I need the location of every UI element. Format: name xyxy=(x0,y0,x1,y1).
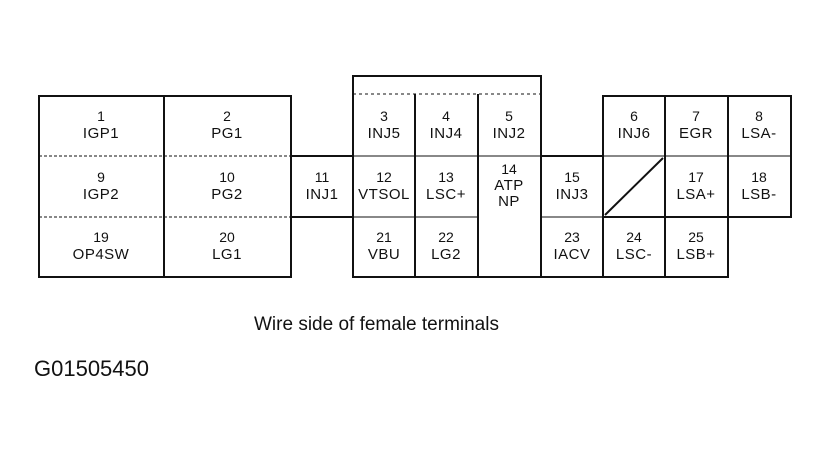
terminal-signal: LSA- xyxy=(741,125,776,142)
terminal-number: 23 xyxy=(564,229,580,245)
terminal-number: 2 xyxy=(223,108,231,124)
terminal-number: 21 xyxy=(376,229,392,245)
terminal-number: 15 xyxy=(564,169,580,185)
terminal-number: 8 xyxy=(755,108,763,124)
terminal-number: 22 xyxy=(438,229,454,245)
terminal-signal: INJ5 xyxy=(368,125,401,142)
terminal-signal: PG2 xyxy=(211,186,243,203)
terminal-number: 10 xyxy=(219,169,235,185)
terminal-number: 17 xyxy=(688,169,704,185)
terminal-signal: IGP1 xyxy=(83,125,119,142)
terminal-signal: LSC- xyxy=(616,246,652,263)
terminal-number: 13 xyxy=(438,169,454,185)
terminal-number: 6 xyxy=(630,108,638,124)
terminal-signal: IACV xyxy=(553,246,590,263)
terminal-signal-line2: NP xyxy=(498,193,520,210)
terminal-number: 19 xyxy=(93,229,109,245)
terminal-number: 7 xyxy=(692,108,700,124)
terminal-number: 11 xyxy=(315,169,330,185)
terminal-number: 20 xyxy=(219,229,235,245)
terminal-signal: INJ6 xyxy=(618,125,651,142)
terminal-signal: INJ1 xyxy=(306,186,339,203)
figure-code: G01505450 xyxy=(34,356,149,381)
terminal-number: 25 xyxy=(688,229,704,245)
terminal-signal: LG1 xyxy=(212,246,242,263)
terminal-signal: PG1 xyxy=(211,125,243,142)
terminal-number: 5 xyxy=(505,108,513,124)
terminal-number: 9 xyxy=(97,169,105,185)
terminal-signal: INJ2 xyxy=(493,125,526,142)
diagram-caption: Wire side of female terminals xyxy=(254,314,499,335)
terminal-number: 18 xyxy=(751,169,767,185)
terminal-signal: OP4SW xyxy=(73,246,130,263)
terminal-number: 14 xyxy=(501,161,517,177)
terminal-signal: VTSOL xyxy=(358,186,410,203)
terminal-number: 4 xyxy=(442,108,450,124)
terminal-signal: LSB- xyxy=(741,186,776,203)
terminal-signal: INJ4 xyxy=(430,125,463,142)
terminal-signal: LSB+ xyxy=(676,246,715,263)
terminal-signal: EGR xyxy=(679,125,713,142)
terminal-signal: IGP2 xyxy=(83,186,119,203)
terminal-signal: INJ3 xyxy=(556,186,589,203)
terminal-number: 12 xyxy=(376,169,392,185)
connector-outline xyxy=(38,75,792,278)
blank-cavity-mark xyxy=(604,157,664,216)
terminal-signal: LG2 xyxy=(431,246,461,263)
terminal-signal: VBU xyxy=(368,246,400,263)
terminal-number: 3 xyxy=(380,108,388,124)
terminal-signal: ATP xyxy=(494,177,524,194)
terminal-number: 24 xyxy=(626,229,642,245)
terminal-number: 1 xyxy=(97,108,105,124)
terminal-signal: LSA+ xyxy=(676,186,715,203)
terminal-signal: LSC+ xyxy=(426,186,466,203)
